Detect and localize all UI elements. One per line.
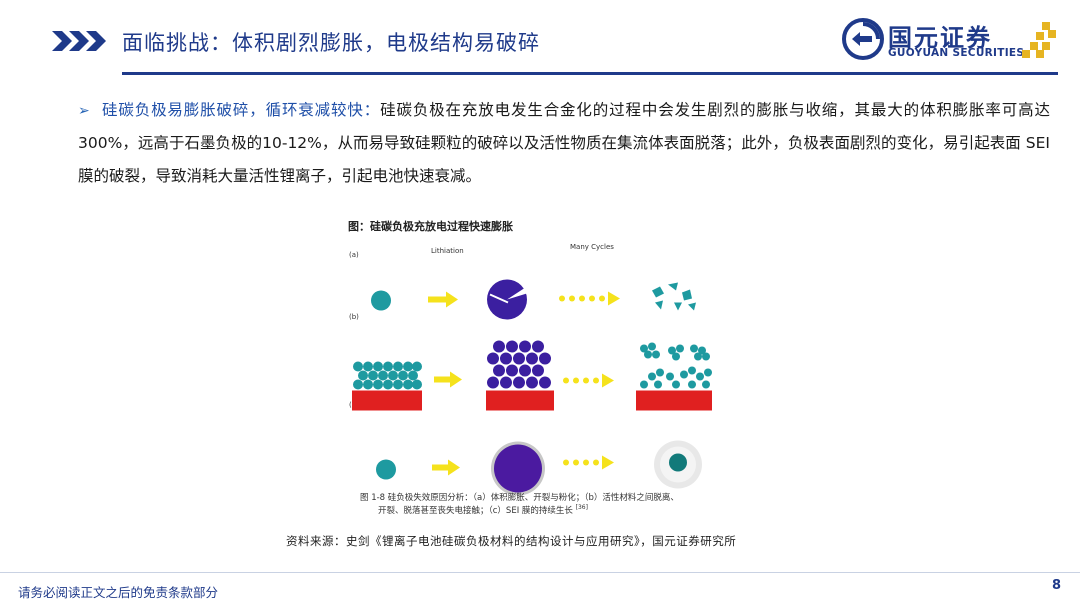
figure-caption-line1: 图 1-8 硅负极失效原因分析：（a）体积膨胀、开裂与粉化；（b）活性材料之间脱… <box>360 493 679 503</box>
lithiation-label: Lithiation <box>431 247 464 255</box>
bullet-arrow-icon: ➢ <box>78 103 90 119</box>
figure-title: 图：硅碳负极充放电过程快速膨胀 <box>348 220 513 233</box>
row-b-lithiation-arrow <box>434 371 462 388</box>
footer-disclaimer: 请务必阅读正文之后的免责条款部分 <box>18 585 219 600</box>
row-a-cycle-arrow <box>559 291 620 306</box>
title-divider <box>122 72 1058 75</box>
logo-text-cn: 国元证券 <box>888 24 992 52</box>
figure-caption-line2-text: 开裂、脱落甚至丧失电接触；（c）SEI 膜的持续生长 <box>378 506 573 516</box>
bullet-paragraph: ➢ 硅碳负极易膨胀破碎，循环衰减较快：硅碳负极在充放电发生合金化的过程中会发生剧… <box>78 94 1050 193</box>
guoyuan-logo-icon <box>842 18 884 60</box>
source-note: 资料来源：史剑《锂离子电池硅碳负极材料的结构设计与应用研究》，国元证券研究所 <box>286 534 737 548</box>
row-b-expanded-particles <box>487 340 551 389</box>
page-number: 8 <box>1052 578 1062 593</box>
header-chevron-icon <box>52 31 106 51</box>
silicon-expansion-diagram <box>352 279 712 496</box>
row-b-degraded-collector <box>636 390 712 411</box>
row-c-pristine-particle <box>376 459 396 480</box>
logo-text-en: GUOYUAN SECURITIES <box>888 47 1025 59</box>
row-b-current-collector <box>352 390 422 411</box>
row-c-shrunk-particle <box>669 453 687 472</box>
row-label-a: (a) <box>349 251 359 259</box>
many-cycles-label: Many Cycles <box>570 243 614 251</box>
paragraph-body: 硅碳负极在充放电发生合金化的过程中会发生剧烈的膨胀与收缩，其最大的体积膨胀率可高… <box>78 101 1050 185</box>
row-b-pristine-particles <box>353 361 422 390</box>
paragraph-text: 硅碳负极易膨胀破碎，循环衰减较快：硅碳负极在充放电发生合金化的过程中会发生剧烈的… <box>78 94 1050 193</box>
footer-divider <box>0 572 1080 573</box>
row-b-expanded-collector <box>486 390 554 411</box>
paragraph-lead: 硅碳负极易膨胀破碎，循环衰减较快： <box>102 101 381 119</box>
row-c-lithiation-arrow <box>432 459 460 476</box>
row-b-cycle-arrow <box>563 373 614 388</box>
row-a-cracked-particle <box>487 279 530 320</box>
figure-caption-ref: [36] <box>575 504 588 512</box>
page-title: 面临挑战：体积剧烈膨胀，电极结构易破碎 <box>122 31 540 55</box>
row-c-cycle-arrow <box>563 455 614 470</box>
logo-mosaic-icon <box>1022 22 1056 58</box>
row-a-pulverized-fragments <box>652 282 696 311</box>
row-label-b: (b) <box>349 313 359 321</box>
row-c-expanded-particle <box>494 444 542 493</box>
row-b-detached-clusters <box>640 342 712 389</box>
row-a-lithiation-arrow <box>428 291 458 308</box>
row-a-pristine-particle <box>371 290 391 311</box>
figure-caption-line2: 开裂、脱落甚至丧失电接触；（c）SEI 膜的持续生长 [36] <box>378 504 588 516</box>
